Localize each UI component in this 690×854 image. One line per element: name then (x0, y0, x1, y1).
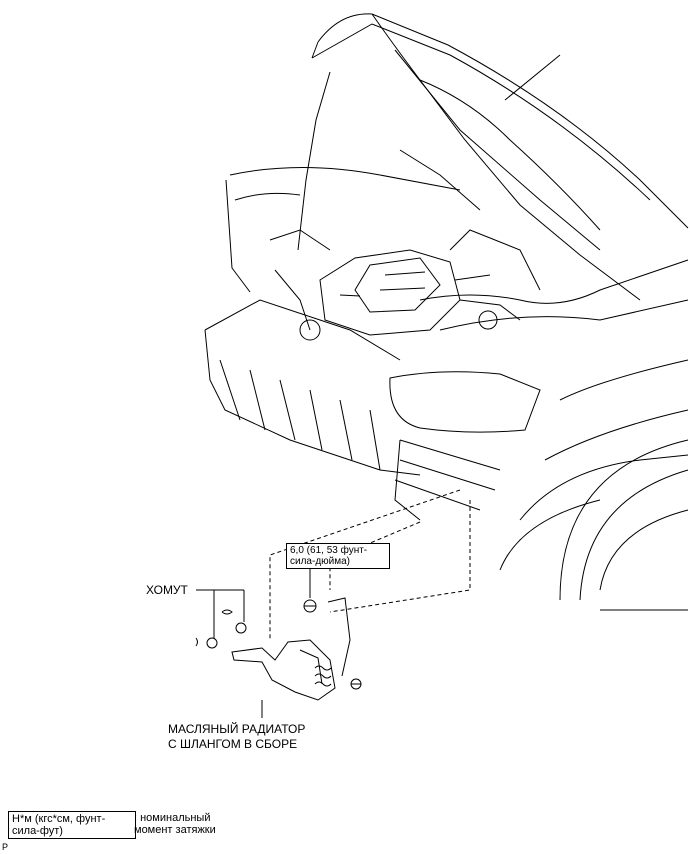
clamp-label: ХОМУТ (146, 583, 188, 597)
hood (311, 13, 689, 301)
torque-spec-box: 6,0 (61, 53 фунт- сила-дюйма) (286, 543, 390, 569)
oil-cooler-assembly (231, 597, 351, 701)
legend-desc-line: : номинальный (134, 812, 211, 824)
guide-lines (269, 489, 471, 640)
torque-spec-line: сила-дюйма) (290, 556, 350, 567)
hood-support-rod (297, 71, 331, 251)
legend-unit-line: сила-фут) (12, 825, 63, 837)
front-wheel (559, 439, 689, 601)
leader-lines (196, 567, 311, 718)
clamp-icon (195, 609, 247, 649)
oil-cooler-label: С ШЛАНГОМ В СБОРЕ (168, 737, 298, 751)
legend-description: : номинальный момент затяжки (134, 812, 216, 836)
front-bumper (204, 299, 501, 521)
legend-unit-line: Н*м (кгс*см, фунт- (12, 813, 106, 825)
oil-cooler-label: МАСЛЯНЫЙ РАДИАТОР (168, 722, 306, 736)
bolt-icon (350, 678, 362, 690)
bolt-icon (303, 599, 317, 613)
legend-desc-line: момент затяжки (134, 824, 216, 836)
torque-spec-line: 6,0 (61, 53 фунт- (290, 545, 368, 556)
engine (269, 229, 541, 341)
torque-legend-box: Н*м (кгс*см, фунт- сила-фут) (8, 811, 136, 839)
figure-code: P (2, 842, 9, 852)
car-body (225, 167, 689, 611)
headlight (389, 371, 541, 433)
